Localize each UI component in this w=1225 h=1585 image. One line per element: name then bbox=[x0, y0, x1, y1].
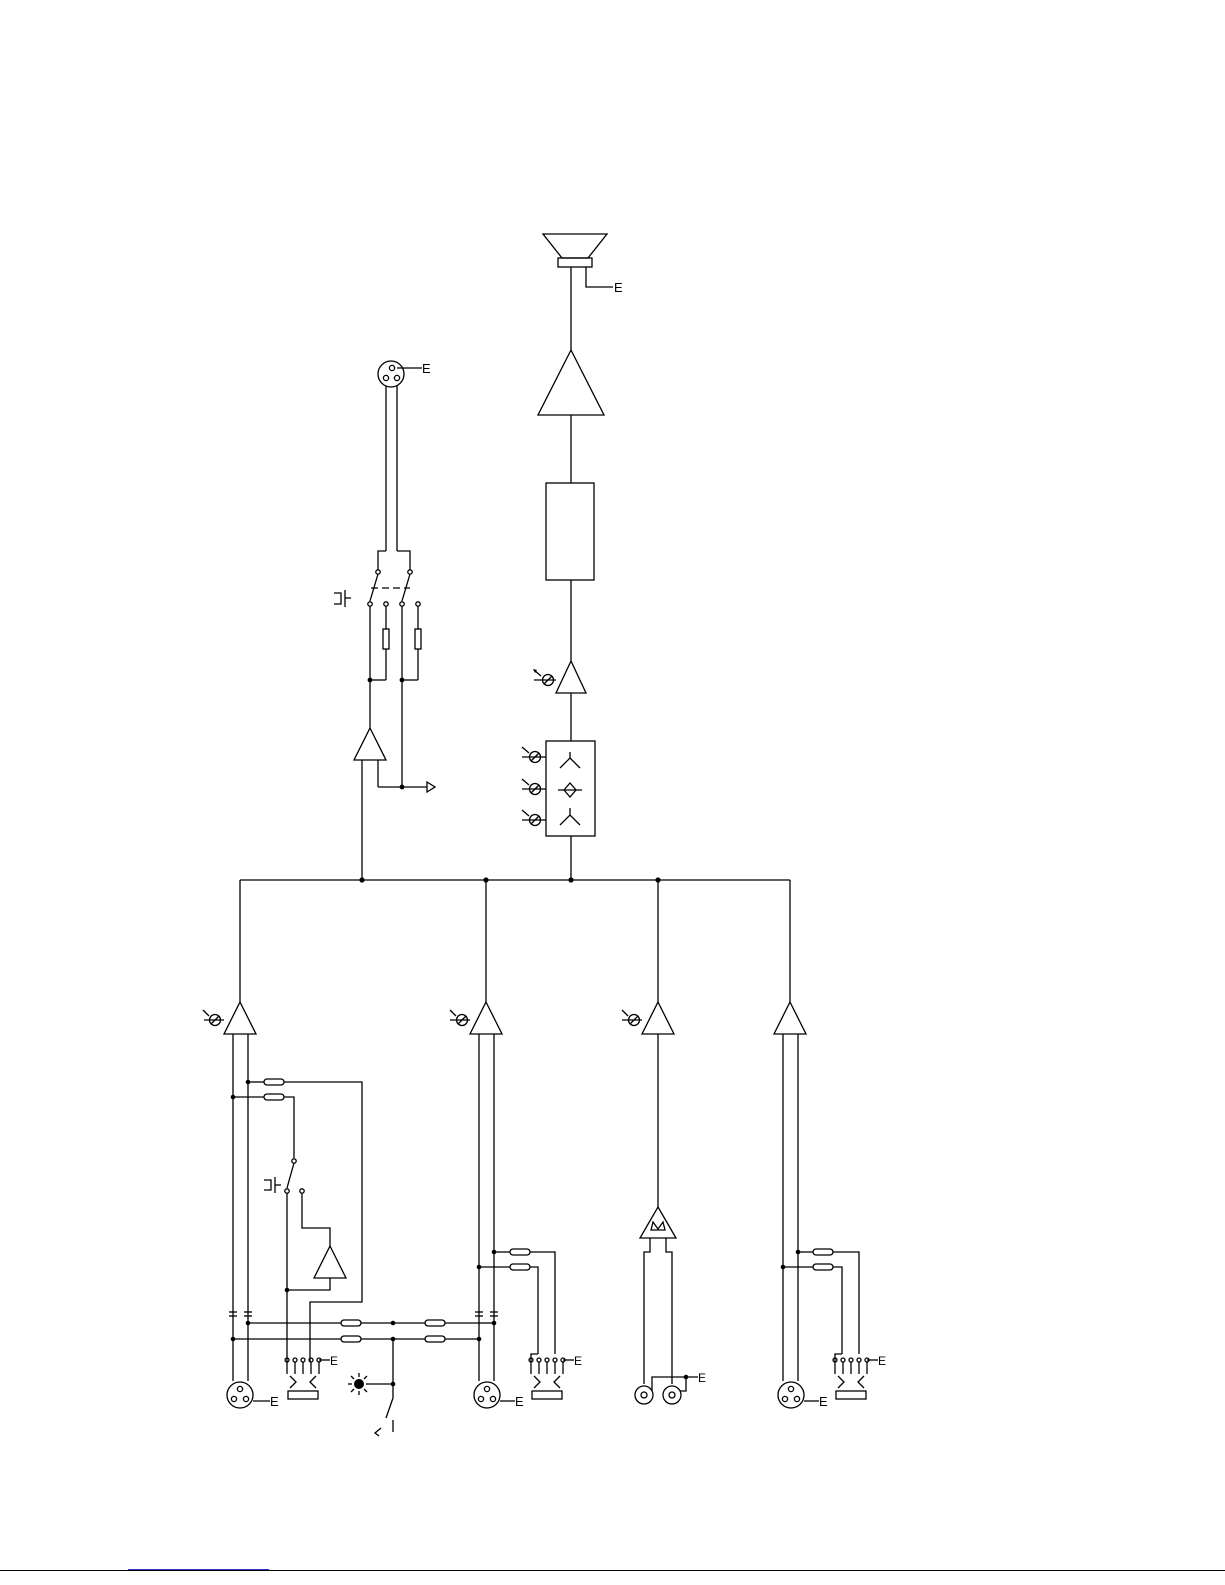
link-output-buffer bbox=[354, 728, 386, 760]
xlr-connector-icon bbox=[474, 1382, 500, 1408]
lamp-icon bbox=[348, 1373, 370, 1395]
footer-rule bbox=[0, 1570, 1225, 1571]
xlr-connector-icon bbox=[778, 1382, 804, 1408]
resistor-icon bbox=[383, 629, 389, 649]
ground-icon: E bbox=[515, 1394, 524, 1409]
eq-mid-potentiometer-icon bbox=[522, 779, 546, 795]
resistor-icon bbox=[264, 1079, 284, 1085]
resistor-icon bbox=[341, 1336, 361, 1342]
resistor-icon bbox=[415, 629, 421, 649]
speaker-output-chain: E bbox=[522, 234, 623, 880]
power-amplifier bbox=[538, 350, 604, 415]
resistor-icon bbox=[341, 1320, 361, 1326]
ground-icon: E bbox=[614, 280, 623, 295]
channel-2-preamp bbox=[470, 1002, 502, 1034]
jack-connector-icon bbox=[529, 1354, 574, 1399]
channel-2: E E bbox=[450, 1002, 582, 1409]
mix-bus bbox=[240, 877, 790, 1002]
speaker-icon bbox=[543, 234, 607, 267]
jack-connector-icon bbox=[285, 1358, 330, 1399]
master-gain-amplifier bbox=[556, 661, 586, 693]
channel-3-phono-preamp bbox=[640, 1207, 676, 1238]
jack-connector-icon bbox=[833, 1354, 878, 1399]
ground-icon: E bbox=[270, 1394, 279, 1409]
resistor-icon bbox=[264, 1094, 284, 1100]
eq-high-potentiometer-icon bbox=[522, 747, 546, 763]
potentiometer-icon bbox=[450, 1010, 470, 1026]
channel-4-preamp bbox=[774, 1002, 806, 1034]
channel-1-phantom-amplifier bbox=[314, 1246, 346, 1278]
resistor-icon bbox=[510, 1264, 530, 1270]
resistor-icon bbox=[813, 1264, 833, 1270]
rca-connector-icon bbox=[635, 1386, 653, 1404]
channel-1: E E bbox=[203, 1002, 481, 1436]
channel-1-preamp bbox=[224, 1002, 256, 1034]
ground-icon: E bbox=[878, 1354, 886, 1368]
potentiometer-icon bbox=[622, 1010, 642, 1026]
resistor-icon bbox=[813, 1249, 833, 1255]
three-band-eq-block bbox=[546, 741, 595, 836]
potentiometer-icon bbox=[203, 1010, 224, 1026]
ground-icon: E bbox=[698, 1371, 706, 1385]
link-output-branch: E bbox=[334, 361, 435, 880]
channel-3: E bbox=[622, 1002, 706, 1404]
ground-icon: E bbox=[574, 1354, 582, 1368]
channel-4: E E bbox=[774, 1002, 886, 1409]
ground-icon: E bbox=[330, 1354, 338, 1368]
resistor-icon bbox=[510, 1249, 530, 1255]
pushbutton-icon bbox=[264, 1177, 281, 1193]
potentiometer-icon bbox=[533, 669, 556, 686]
xlr-connector-icon bbox=[227, 1382, 253, 1408]
eq-low-potentiometer-icon bbox=[522, 810, 546, 826]
processor-block bbox=[546, 483, 594, 580]
channel-3-preamp bbox=[642, 1002, 674, 1034]
resistor-icon bbox=[425, 1336, 445, 1342]
ground-icon: E bbox=[422, 361, 431, 376]
footer-link-underline[interactable] bbox=[128, 1569, 269, 1570]
resistor-icon bbox=[425, 1320, 445, 1326]
pushbutton-icon bbox=[334, 590, 351, 607]
ground-icon: E bbox=[819, 1394, 828, 1409]
xlr-connector-icon bbox=[378, 361, 404, 387]
ground-icon bbox=[427, 782, 435, 792]
rca-connector-icon bbox=[663, 1386, 681, 1404]
